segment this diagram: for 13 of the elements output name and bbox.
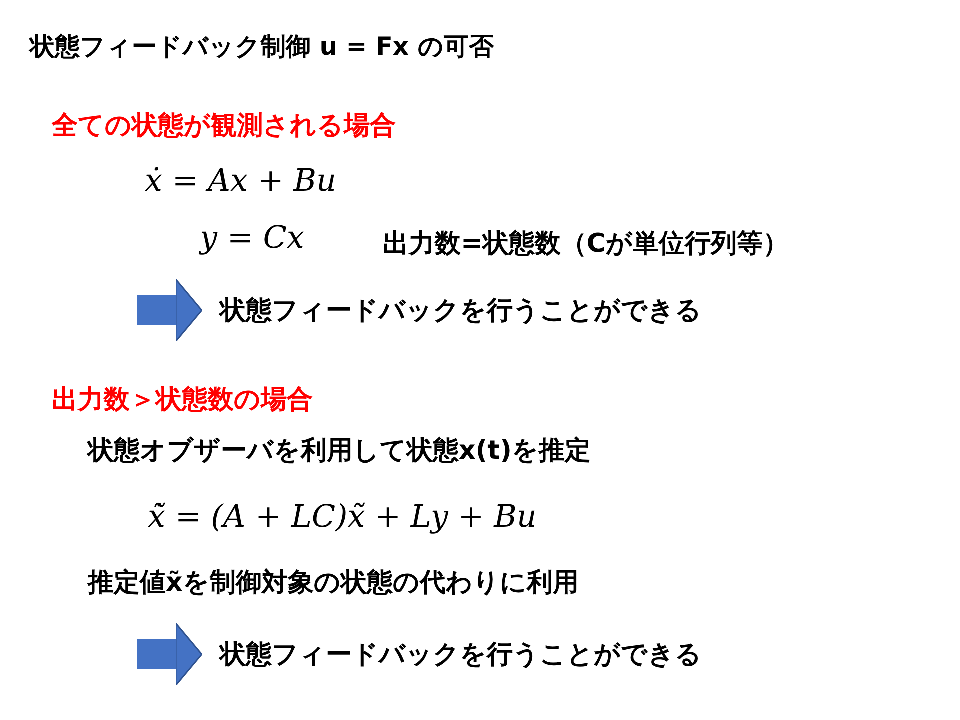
- result-text: 状態フィードバックを行うことができる: [202, 637, 702, 672]
- block-arrow: [137, 278, 203, 342]
- state-equation: ẋ = Ax + Bu: [145, 163, 336, 199]
- block-arrow: [137, 622, 203, 686]
- section-heading: 全ての状態が観測される場合: [52, 110, 396, 143]
- result-text: 状態フィードバックを行うことができる: [202, 293, 702, 328]
- condition-note: 出力数=状態数（Cが単位行列等）: [383, 228, 789, 261]
- section-heading: 出力数＞状態数の場合: [52, 384, 313, 417]
- observer-note: 状態オブザーバを利用して状態x(t)を推定: [88, 435, 591, 468]
- slide-title: 状態フィードバック制御 u = Fx の可否: [30, 31, 494, 63]
- estimate-note: 推定値x̃を制御対象の状態の代わりに利用: [88, 567, 579, 600]
- observer-equation: x̃̇ = (A + LC)x̃ + Ly + Bu: [148, 499, 537, 535]
- output-equation: y = Cx: [200, 220, 304, 256]
